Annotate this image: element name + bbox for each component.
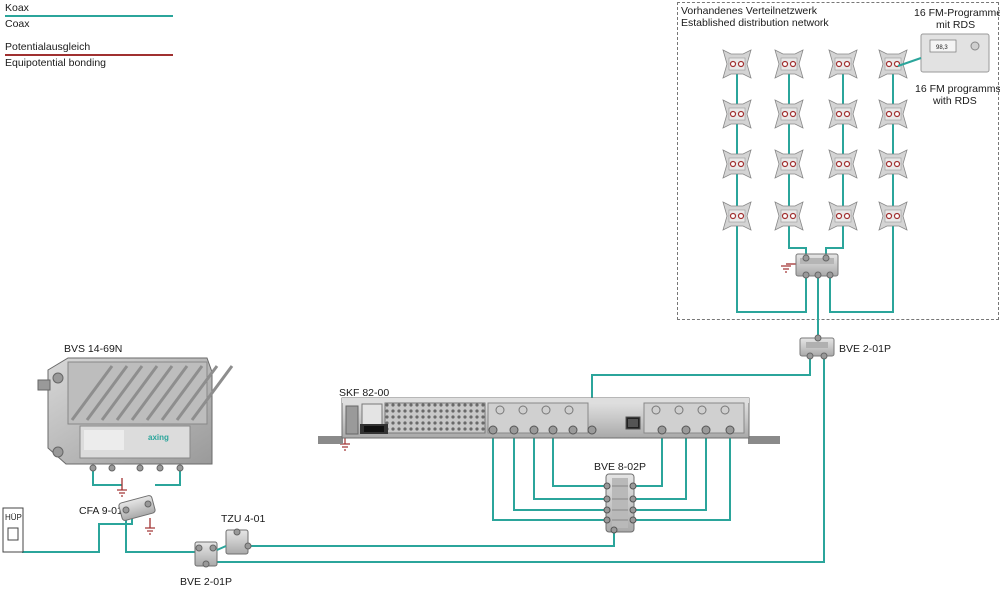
skf-port-unused	[495, 405, 505, 415]
wall-socket	[828, 149, 858, 179]
label-tzu: TZU 4-01	[221, 513, 266, 525]
skf-port	[568, 425, 578, 435]
bvs-cooling-fin	[115, 365, 159, 421]
wall-socket	[774, 149, 804, 179]
wall-socket	[878, 201, 908, 231]
skf-port-unused	[720, 405, 730, 415]
label-bve-mid: BVE 8-02P	[594, 461, 646, 473]
wall-socket	[774, 201, 804, 231]
wall-socket	[722, 201, 752, 231]
skf-port	[701, 425, 711, 435]
bvs-amplifier: axing	[37, 357, 234, 472]
label-bve-bottom: BVE 2-01P	[180, 576, 232, 588]
wall-socket-grid	[722, 49, 908, 231]
skf-port-unused	[541, 405, 551, 415]
legend-coax-en: Coax	[5, 18, 30, 30]
network-title-en: Established distribution network	[681, 17, 829, 29]
bve8-port	[603, 495, 611, 503]
distribution-network-box	[677, 2, 999, 320]
network-title-de: Vorhandenes Verteilnetzwerk	[681, 5, 818, 17]
skf-rack-unit	[318, 397, 780, 444]
bvs-cooling-fin	[100, 365, 144, 421]
bvs-brand-text: axing	[148, 433, 169, 442]
label-cfa: CFA 9-01	[79, 505, 123, 517]
distribution-splitter	[795, 253, 839, 279]
fm-label-de-1: 16 FM-Programme	[914, 7, 1000, 19]
wall-socket	[878, 49, 908, 79]
cfa-filter	[118, 495, 156, 521]
bvs-cooling-fin	[70, 365, 114, 421]
skf-port	[488, 425, 498, 435]
skf-ports	[488, 405, 735, 435]
skf-port-unused	[697, 405, 707, 415]
wall-socket	[722, 99, 752, 129]
skf-port-unused	[518, 405, 528, 415]
bve8-port	[629, 482, 637, 490]
bve-top-device	[799, 334, 835, 360]
label-bve-top: BVE 2-01P	[839, 343, 891, 355]
fm-label-de-2: mit RDS	[936, 19, 976, 31]
bve8-port	[603, 516, 611, 524]
legend-coax-de: Koax	[5, 2, 29, 14]
bve8-port	[629, 516, 637, 524]
bve8-port	[603, 482, 611, 490]
bve8-port	[629, 495, 637, 503]
label-bvs: BVS 14-69N	[64, 343, 123, 355]
fm-label-en-1: 16 FM programms	[915, 83, 1000, 95]
legend-bond-de: Potentialausgleich	[5, 41, 91, 53]
bvs-cooling-fin	[85, 365, 129, 421]
skf-port-unused	[564, 405, 574, 415]
wall-socket	[828, 49, 858, 79]
radio-display-text: 98,3	[936, 45, 948, 51]
bvs-cooling-fin	[190, 365, 234, 421]
bve8-port	[629, 506, 637, 514]
wall-socket	[722, 49, 752, 79]
bve8-port	[603, 506, 611, 514]
skf-port	[681, 425, 691, 435]
wall-socket	[878, 99, 908, 129]
wall-socket	[774, 99, 804, 129]
hup-box	[2, 507, 24, 553]
bvs-cooling-fin	[160, 365, 204, 421]
skf-port	[509, 425, 519, 435]
bve-bottom-device	[194, 541, 218, 568]
wall-socket	[722, 149, 752, 179]
fm-radio: 98,3	[897, 33, 990, 73]
wall-socket	[828, 99, 858, 129]
skf-port	[657, 425, 667, 435]
bve-8-way-device	[605, 473, 635, 533]
coax-cables	[22, 62, 894, 563]
skf-port	[587, 425, 597, 435]
skf-port	[548, 425, 558, 435]
wall-socket	[774, 49, 804, 79]
bonding-lines	[121, 263, 796, 528]
bvs-cooling-fin	[175, 365, 219, 421]
skf-port	[529, 425, 539, 435]
bve-8-way-ports	[603, 482, 637, 534]
bvs-cooling-fin	[130, 365, 174, 421]
hup-label: HÜP	[5, 513, 22, 522]
tzu-device	[216, 528, 252, 555]
legend-bond-en: Equipotential bonding	[5, 57, 107, 69]
bvs-cooling-fin	[145, 365, 189, 421]
fm-label-en-2: with RDS	[933, 95, 977, 107]
bve8-input-port	[610, 526, 618, 534]
legend-bond-line	[5, 54, 173, 56]
label-skf: SKF 82-00	[339, 387, 390, 399]
legend-coax-line	[5, 15, 173, 17]
skf-port-unused	[674, 405, 684, 415]
skf-port-unused	[651, 405, 661, 415]
wall-socket	[878, 149, 908, 179]
wall-socket	[828, 201, 858, 231]
skf-port	[725, 425, 735, 435]
